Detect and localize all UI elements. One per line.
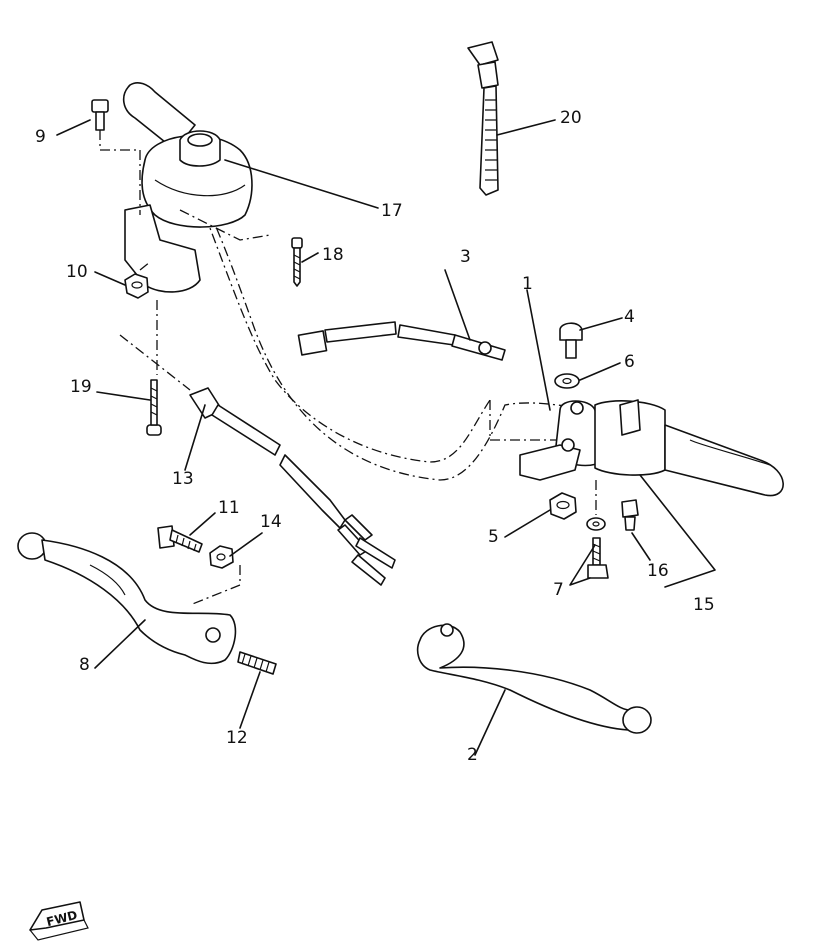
bolt-7 (586, 480, 609, 579)
bolt-4 (559, 322, 583, 359)
screw-19 (146, 300, 162, 436)
callout-20: 20 (560, 108, 582, 128)
callout-4: 4 (624, 307, 635, 327)
leader-lines (56, 119, 716, 756)
left-lever-8 (17, 532, 237, 665)
callout-10: 10 (66, 262, 88, 282)
cable-3 (297, 321, 506, 361)
callout-16: 16 (647, 561, 669, 581)
callout-3: 3 (460, 247, 471, 267)
callout-18: 18 (322, 245, 344, 265)
nut-5 (549, 492, 577, 520)
callout-1: 1 (522, 274, 533, 294)
fwd-arrow-icon: FWD (29, 901, 89, 941)
callout-labels: 1 2 3 4 5 6 7 8 9 10 11 12 13 14 15 16 1… (35, 108, 715, 765)
callout-19: 19 (70, 377, 92, 397)
right-throttle-assembly (519, 399, 784, 497)
callout-15: 15 (693, 595, 715, 615)
callout-11: 11 (218, 498, 240, 518)
nut-14 (189, 545, 241, 606)
callout-9: 9 (35, 127, 46, 147)
right-lever-2 (416, 623, 652, 734)
bolt-11 (157, 525, 203, 553)
spring-12 (237, 651, 277, 675)
callout-5: 5 (488, 527, 499, 547)
callout-13: 13 (172, 469, 194, 489)
left-switch-assembly (124, 130, 271, 293)
callout-14: 14 (260, 512, 282, 532)
screw-18 (291, 237, 303, 287)
callout-8: 8 (79, 655, 90, 675)
callout-2: 2 (467, 745, 478, 765)
callout-12: 12 (226, 728, 248, 748)
callout-7: 7 (553, 580, 564, 600)
screw-16 (621, 499, 639, 531)
clutch-switch-13 (189, 387, 396, 586)
nut-10 (124, 261, 151, 299)
cable-tie-20 (467, 41, 499, 196)
bolt-9 (91, 99, 141, 215)
handlebar (119, 139, 591, 481)
washer-6 (554, 373, 580, 389)
callout-17: 17 (381, 201, 403, 221)
callout-6: 6 (624, 352, 635, 372)
